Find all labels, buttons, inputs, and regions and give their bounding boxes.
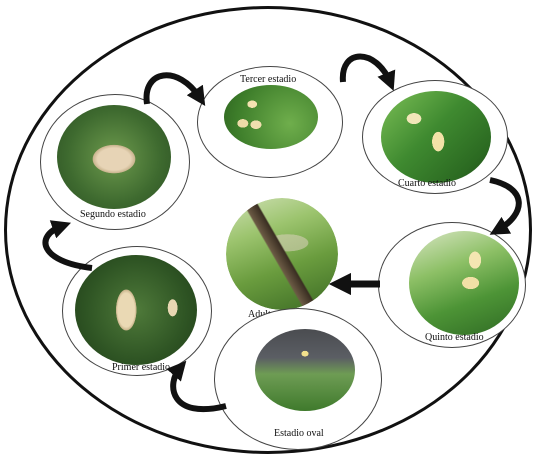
arrow-tercer-to-cuarto (343, 57, 390, 83)
arrow-segundo-to-tercer (147, 75, 200, 104)
arrow-cuarto-to-quinto (490, 180, 519, 230)
arrow-oval-to-primer (173, 368, 226, 409)
arrow-primer-to-segundo (45, 226, 92, 268)
